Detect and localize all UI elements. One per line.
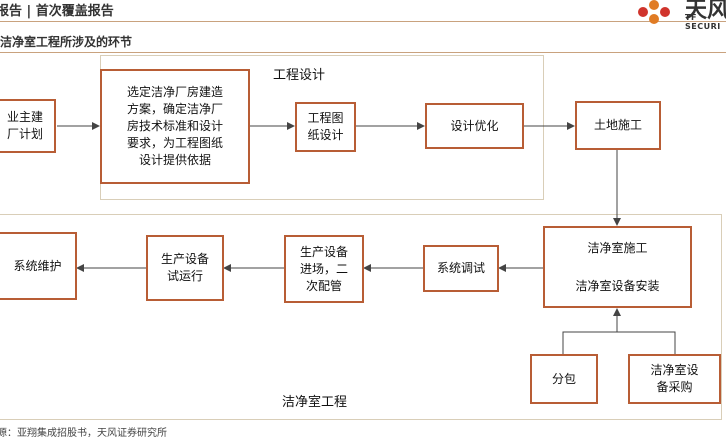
figure-title-rule xyxy=(0,52,726,53)
connector-subcontract-purchase xyxy=(562,331,676,354)
civil-construction-label: 土地施工 xyxy=(593,118,642,132)
report-header-title: 报告 | 首次覆盖报告 xyxy=(0,4,114,19)
requirements-box: 选定洁净厂房建造 方案，确定洁净厂 房技术标准和设计 要求，为工程图纸 设计提供… xyxy=(100,69,250,184)
requirements-label: 选定洁净厂房建造 方案，确定洁净厂 房技术标准和设计 要求，为工程图纸 设计提供… xyxy=(126,85,223,167)
trial-run-box: 生产设备 试运行 xyxy=(146,235,224,301)
drawing-design-box: 工程图 纸设计 xyxy=(295,102,356,152)
maintenance-box: 系统维护 xyxy=(0,232,77,300)
equipment-entry-box: 生产设备 进场，二 次配管 xyxy=(284,235,364,303)
owner-plan-box: 业主建 厂计划 xyxy=(0,99,56,153)
design-optimize-label: 设计优化 xyxy=(450,118,499,133)
source-note: 源：亚翔集成招股书，天风证券研究所 xyxy=(0,428,167,439)
header-rule xyxy=(0,21,726,22)
design-optimize-box: 设计优化 xyxy=(425,103,524,149)
maintenance-label: 系统维护 xyxy=(13,258,62,273)
system-debug-box: 系统调试 xyxy=(423,245,499,292)
cleanroom-build-box: 洁净室施工 洁净室设备安装 xyxy=(543,226,692,308)
logo-subtext: TF SECURI xyxy=(685,13,721,31)
logo-text: 天风 xyxy=(685,0,726,23)
figure-title: 洁净室工程所涉及的环节 xyxy=(0,35,133,49)
design-region-label: 工程设计 xyxy=(273,68,326,83)
brand-logo: 天风 TF SECURI xyxy=(634,0,726,31)
equipment-purchase-label: 洁净室设 备采购 xyxy=(650,363,699,394)
subcontract-label: 分包 xyxy=(551,371,576,386)
cleanroom-build-label: 洁净室施工 洁净室设备安装 xyxy=(575,240,660,293)
logo-mark-icon xyxy=(638,0,670,24)
cleanroom-region-label: 洁净室工程 xyxy=(282,395,348,410)
system-debug-label: 系统调试 xyxy=(436,261,485,275)
owner-plan-label: 业主建 厂计划 xyxy=(6,110,43,141)
trial-run-label: 生产设备 试运行 xyxy=(160,252,209,283)
equipment-purchase-box: 洁净室设 备采购 xyxy=(628,354,721,404)
civil-construction-box: 土地施工 xyxy=(575,101,661,150)
subcontract-box: 分包 xyxy=(530,354,598,404)
equipment-entry-label: 生产设备 进场，二 次配管 xyxy=(299,244,348,293)
drawing-design-label: 工程图 纸设计 xyxy=(307,111,344,142)
